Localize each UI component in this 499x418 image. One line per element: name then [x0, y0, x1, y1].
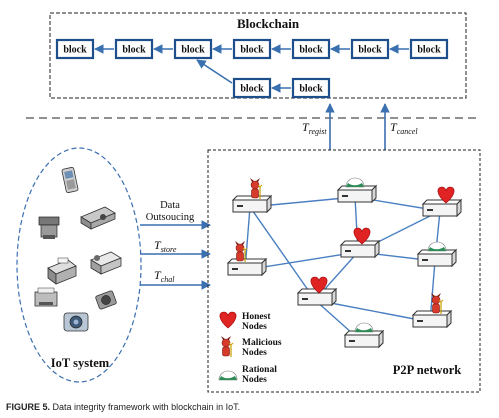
block-box	[232, 77, 272, 99]
block-box	[350, 38, 390, 60]
iot-title: IoT system	[51, 356, 110, 370]
cancel-label-main: T	[390, 120, 398, 134]
network-links	[244, 196, 441, 343]
printer-icon	[47, 257, 77, 285]
rational-node	[417, 241, 457, 267]
cancel-label-sub: cancel	[397, 127, 419, 136]
block-branch: block	[232, 77, 272, 99]
t-store-main: T	[154, 238, 162, 252]
chain-arrow	[196, 59, 233, 84]
block: block	[173, 38, 213, 60]
legend: Honest Nodes Malicious Nodes Rational No…	[218, 311, 282, 385]
legend-malicious-line1: Malicious	[242, 338, 282, 348]
t-store-label: Tstore	[154, 238, 177, 254]
block: block	[350, 38, 390, 60]
block-label: block	[240, 84, 264, 95]
legend-rational: Rational Nodes	[218, 365, 277, 385]
block-label: block	[299, 84, 323, 95]
regist-label-main: T	[302, 120, 310, 134]
regist-label-sub: regist	[309, 127, 328, 136]
network-link	[249, 206, 316, 301]
block-box	[114, 38, 154, 60]
block-label: block	[63, 45, 87, 56]
block-label: block	[181, 45, 205, 56]
legend-malicious-line2: Nodes	[242, 348, 267, 358]
printer-icon	[38, 216, 60, 239]
legend-honest-line1: Honest	[242, 312, 271, 322]
block-box	[409, 38, 449, 60]
iot-ellipse	[16, 147, 142, 383]
block-label: block	[122, 45, 146, 56]
camera-icon	[63, 312, 89, 332]
legend-malicious: Malicious Nodes	[220, 335, 282, 358]
legend-honest: Honest Nodes	[219, 311, 271, 332]
block: block	[409, 38, 449, 60]
caption-label: FIGURE 5.	[6, 402, 51, 412]
figure-caption: FIGURE 5. Data integrity framework with …	[6, 402, 240, 412]
block-box	[291, 38, 331, 60]
block: block	[114, 38, 154, 60]
blockchain-title: Blockchain	[237, 16, 300, 31]
malicious-node	[232, 177, 272, 213]
block-label: block	[299, 45, 323, 56]
phone-icon	[61, 166, 79, 194]
block: block	[232, 38, 272, 60]
p2p-title: P2P network	[393, 363, 461, 377]
legend-honest-line2: Nodes	[242, 322, 267, 332]
block: block	[55, 38, 95, 60]
honest-node	[297, 276, 337, 306]
block-label: block	[358, 45, 382, 56]
cancel-label: Tcancel	[390, 120, 418, 136]
camera-icon	[95, 290, 117, 310]
projector-icon	[80, 206, 116, 230]
data-outsourcing-label-2: Outsoucing	[146, 212, 195, 223]
block-box	[55, 38, 95, 60]
block-label: block	[417, 45, 441, 56]
t-chal-main: T	[154, 268, 162, 282]
regist-label: Tregist	[302, 120, 327, 136]
rational-node	[344, 322, 384, 348]
t-chal-label: Tchal	[154, 268, 175, 284]
iot-devices	[34, 166, 122, 332]
rational-node	[337, 177, 377, 203]
network-link	[314, 299, 431, 323]
legend-rational-line2: Nodes	[242, 375, 267, 385]
block-label: block	[240, 45, 264, 56]
t-chal-sub: chal	[161, 275, 176, 284]
block-box	[232, 38, 272, 60]
block-branch: block	[291, 77, 331, 99]
honest-node	[422, 186, 462, 217]
block: block	[291, 38, 331, 60]
data-outsourcing-label-1: Data	[160, 200, 180, 211]
p2p-frame	[207, 149, 481, 393]
block-chain: block block block block block block block block…	[55, 38, 449, 99]
block-box	[291, 77, 331, 99]
fax-icon	[90, 251, 122, 275]
honest-node	[340, 227, 380, 258]
printer-icon	[34, 287, 58, 307]
block-box	[173, 38, 213, 60]
caption-text: Data integrity framework with blockchain…	[52, 402, 241, 412]
t-store-sub: store	[161, 245, 177, 254]
legend-rational-line1: Rational	[242, 365, 277, 375]
